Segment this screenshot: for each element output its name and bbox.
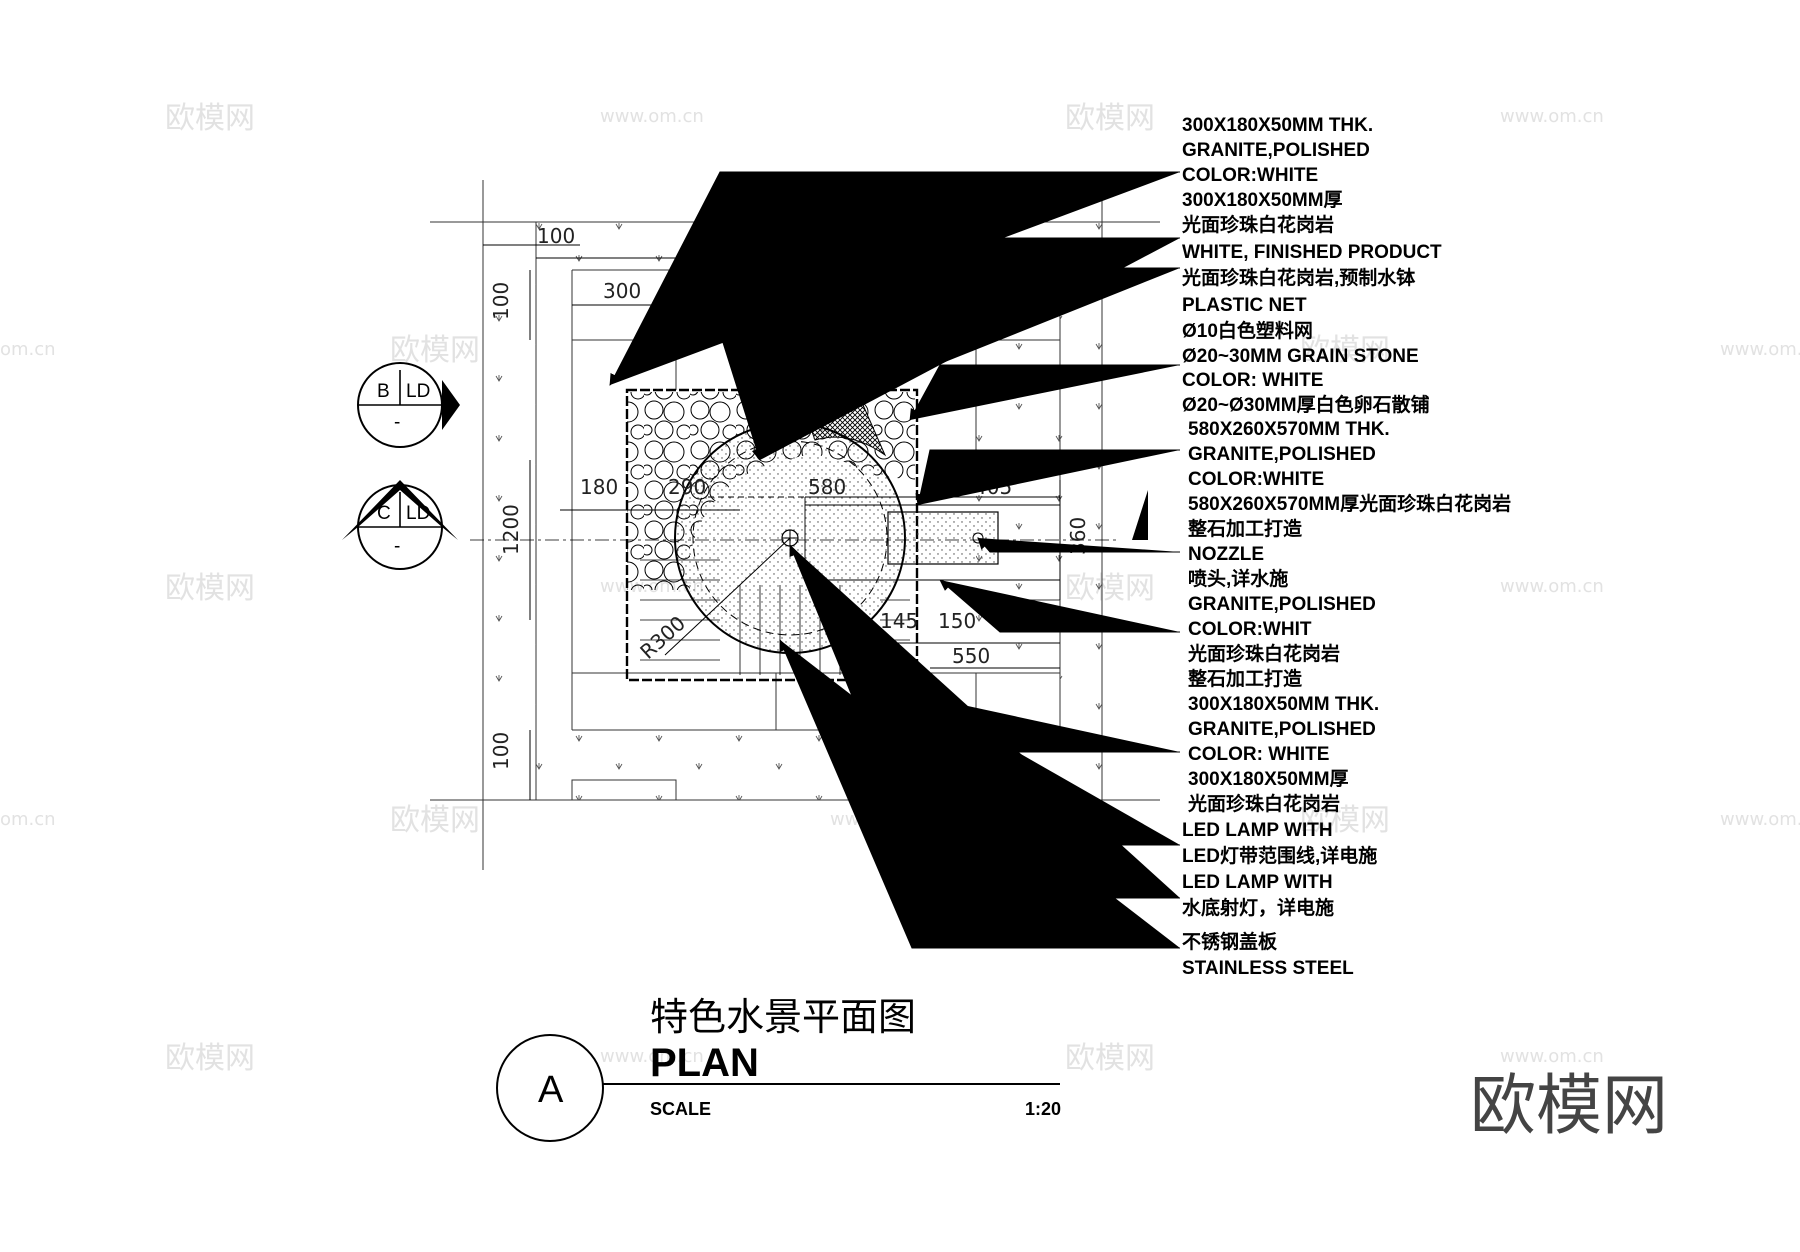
section-letter: B: [377, 381, 390, 402]
watermark-logo: 欧模网: [165, 1041, 255, 1076]
material-notes: 300X180X50MM THK. GRANITE,POLISHED COLOR…: [1181, 115, 1511, 979]
note-line: 整石加工打造: [1188, 517, 1303, 540]
note-line: COLOR:WHITE: [1188, 469, 1324, 490]
watermark-url: www.om.cn: [600, 106, 704, 127]
note-line: 300X180X50MM厚: [1182, 190, 1343, 211]
note-line: Ø20~30MM GRAIN STONE: [1182, 346, 1419, 367]
watermark-url: www.om.cn: [1500, 1046, 1604, 1067]
note-line: NOZZLE: [1188, 544, 1264, 565]
section-number: -: [394, 412, 400, 433]
watermark-logo: 欧模网: [390, 803, 480, 838]
note-line: Ø10白色塑料网: [1182, 319, 1313, 342]
watermark-logo: 欧模网: [1300, 333, 1390, 368]
brand-logo: 欧模网: [1470, 1067, 1668, 1144]
watermark-url: om.cn: [0, 339, 56, 360]
note-line: WHITE, FINISHED PRODUCT: [1182, 242, 1442, 263]
leader-lines: [609, 171, 1180, 949]
dim-580: 580: [808, 475, 846, 499]
note-line: COLOR: WHITE: [1188, 744, 1329, 765]
dim-145: 145: [880, 609, 918, 633]
dim-top-offset: 100: [537, 224, 575, 248]
note-line: LED LAMP WITH: [1182, 820, 1333, 841]
note-line: 整石加工打造: [1188, 667, 1303, 690]
note-line: 300X180X50MM THK.: [1182, 115, 1373, 136]
dim-550: 550: [952, 644, 990, 668]
note-line: 580X260X570MM THK.: [1188, 419, 1390, 440]
note-line: GRANITE,POLISHED: [1182, 140, 1370, 161]
dim-w1: 300: [603, 279, 641, 303]
note-line: 光面珍珠白花岗岩: [1181, 213, 1334, 236]
watermark-logo: 欧模网: [165, 571, 255, 606]
note-line: 水底射灯，详电施: [1182, 896, 1334, 919]
note-line: PLASTIC NET: [1182, 295, 1307, 316]
note-line: 不锈钢盖板: [1182, 930, 1278, 953]
section-sheet: LD: [406, 381, 430, 402]
dim-left-top: 100: [489, 282, 513, 320]
watermark-logo: 欧模网: [1065, 1041, 1155, 1076]
section-letter: C: [377, 503, 391, 524]
title-block: A 特色水景平面图 PLAN SCALE 1:20: [496, 995, 1061, 1142]
note-line: LED LAMP WITH: [1182, 872, 1333, 893]
title-chinese: 特色水景平面图: [650, 995, 916, 1039]
section-arrow-right: [1132, 490, 1148, 540]
watermark-url: www.om.cn: [1720, 339, 1800, 360]
watermark-logo: 欧模网: [1065, 101, 1155, 136]
note-line: Ø20~Ø30MM厚白色卵石散铺: [1182, 393, 1430, 416]
section-marker-b: B LD -: [357, 362, 460, 448]
watermark-logo: 欧模网: [165, 101, 255, 136]
dim-left-mid: 1200: [499, 504, 523, 555]
note-line: GRANITE,POLISHED: [1188, 444, 1376, 465]
note-line: 光面珍珠白花岗岩: [1187, 792, 1340, 815]
note-line: GRANITE,POLISHED: [1188, 719, 1376, 740]
section-number: -: [394, 536, 400, 557]
note-line: 光面珍珠白花岗岩: [1187, 642, 1340, 665]
watermark-logo: 欧模网: [1300, 803, 1390, 838]
section-sheet: LD: [406, 503, 430, 524]
note-line: GRANITE,POLISHED: [1188, 594, 1376, 615]
note-line: 580X260X570MM厚光面珍珠白花岗岩: [1188, 492, 1511, 515]
dim-180: 180: [580, 475, 618, 499]
title-english: PLAN: [650, 1041, 759, 1085]
note-line: 300X180X50MM THK.: [1188, 694, 1379, 715]
watermark-url: om.cn: [0, 809, 56, 830]
watermark-url: www.om.cn: [600, 1046, 704, 1067]
title-bubble-letter: A: [538, 1069, 564, 1111]
note-line: COLOR:WHIT: [1188, 619, 1312, 640]
dim-150: 150: [938, 609, 976, 633]
note-line: 300X180X50MM厚: [1188, 769, 1349, 790]
note-line: COLOR: WHITE: [1182, 370, 1323, 391]
watermark-logo: 欧模网: [390, 333, 480, 368]
dim-left-bottom: 100: [489, 732, 513, 770]
scale-value: 1:20: [1025, 1099, 1061, 1119]
watermark-url: www.om.cn: [1720, 809, 1800, 830]
dim-290: 290: [668, 475, 706, 499]
watermark-url: www.om.cn: [1500, 106, 1604, 127]
note-line: 光面珍珠白花岗岩,预制水钵: [1181, 266, 1416, 289]
note-line: COLOR:WHITE: [1182, 165, 1318, 186]
section-marker-c: C LD -: [342, 480, 458, 570]
watermark-url: www.om.cn: [1500, 576, 1604, 597]
note-line: STAINLESS STEEL: [1182, 958, 1354, 979]
note-line: 喷头,详水施: [1188, 567, 1288, 590]
scale-label: SCALE: [650, 1099, 711, 1119]
dim-radius: R300: [635, 611, 690, 664]
note-line: LED灯带范围线,详电施: [1182, 844, 1377, 867]
